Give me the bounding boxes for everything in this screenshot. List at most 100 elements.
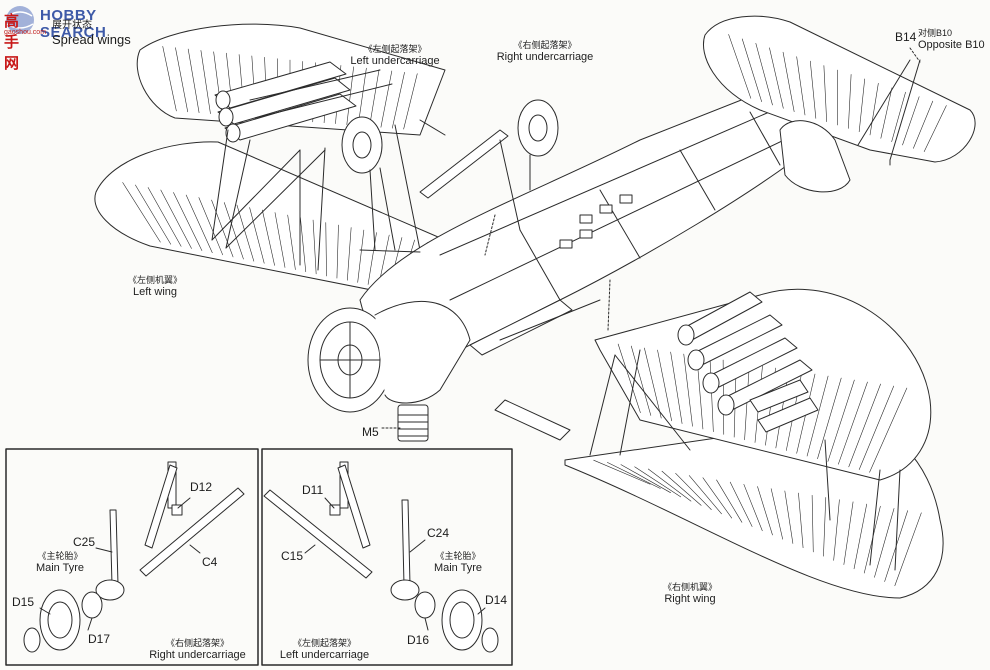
wing-rib xyxy=(744,484,762,530)
wing-rib xyxy=(838,382,867,464)
wing-rib xyxy=(123,183,161,243)
part-d16: D16 xyxy=(407,633,430,647)
wing-rib xyxy=(347,228,351,281)
wing-rib xyxy=(892,92,906,141)
wing-rib xyxy=(237,205,254,261)
wing-rib xyxy=(717,480,742,522)
wing-rib xyxy=(300,218,305,272)
label-left-wing: 《左侧机翼》 Left wing xyxy=(127,275,182,298)
wing-rib xyxy=(810,61,816,118)
wing-rib xyxy=(769,48,783,109)
wing-rib xyxy=(404,74,418,129)
wing-rib xyxy=(199,198,223,255)
part-d17: D17 xyxy=(88,632,111,646)
wing-rib xyxy=(188,49,199,113)
label-opposite-b10: 对侧B10 Opposite B10 xyxy=(918,28,985,51)
wing-rib xyxy=(756,43,773,105)
wing-rib xyxy=(275,213,285,268)
wing-rib xyxy=(618,344,640,413)
wing-rib xyxy=(148,188,181,247)
wing-rib xyxy=(186,195,212,253)
wing-rib xyxy=(212,200,234,257)
label-right-undercarriage: 《右侧起落架》 Right undercarriage xyxy=(496,40,594,63)
wing-rib xyxy=(881,88,892,139)
right-struts xyxy=(590,350,900,570)
left-struts xyxy=(212,125,420,270)
wing-rib xyxy=(903,97,920,145)
wing-rib xyxy=(874,508,894,577)
label-inset-left-undercarriage: 《左侧起落架》 Left undercarriage xyxy=(279,638,370,661)
wing-rib xyxy=(812,495,813,552)
part-d11: D11 xyxy=(302,483,324,497)
wing-rib xyxy=(854,504,867,569)
wing-rib xyxy=(771,489,783,540)
wing-rib xyxy=(224,203,243,260)
wing-rib xyxy=(648,469,691,501)
belly-parts xyxy=(470,300,600,440)
wing-rib xyxy=(818,378,842,459)
wing-rib xyxy=(849,384,881,467)
wing-rib xyxy=(607,462,660,488)
left-undercarriage-main xyxy=(342,117,445,252)
right-rockets xyxy=(678,292,818,432)
wing-rib xyxy=(381,71,392,127)
wing-rib xyxy=(163,46,177,111)
wing-rib xyxy=(924,106,946,152)
wing-rib xyxy=(848,74,851,128)
wing-rib xyxy=(834,500,840,561)
wing-rib xyxy=(823,497,825,556)
wing-rib xyxy=(288,215,296,270)
wing-rib xyxy=(870,83,878,135)
tailplane xyxy=(703,16,975,192)
wing-rib xyxy=(913,101,932,148)
wing-rib xyxy=(326,223,327,276)
wing-rib xyxy=(783,52,794,111)
leader-lines xyxy=(382,48,920,428)
part-c25: C25 xyxy=(73,535,96,549)
wing-rib xyxy=(368,233,376,285)
wing-rib xyxy=(710,358,713,432)
wing-rib xyxy=(658,350,672,421)
wing-rib xyxy=(175,48,187,112)
wing-rib xyxy=(689,476,721,514)
wing-rib xyxy=(631,346,651,415)
wing-rib xyxy=(594,460,651,484)
wing-rib xyxy=(807,376,828,456)
part-c24: C24 xyxy=(427,526,450,540)
logo-cn-text: 高手网 xyxy=(4,13,20,72)
globe-icon xyxy=(6,6,34,34)
wing-rib xyxy=(684,354,693,426)
wing-rib xyxy=(859,79,865,132)
wing-rib xyxy=(895,513,922,586)
wing-rib xyxy=(758,487,773,536)
fuselage xyxy=(360,64,859,363)
wing-rib xyxy=(828,380,854,461)
label-right-wing: 《右侧机翼》 Right wing xyxy=(662,582,717,605)
wing-rib xyxy=(676,473,712,509)
wing-rib xyxy=(392,72,404,128)
inset-right-undercarriage-drawing xyxy=(24,462,244,652)
left-rockets xyxy=(215,62,392,142)
wing-rib xyxy=(859,386,894,470)
wing-rib xyxy=(644,348,661,418)
inset-left-undercarriage-drawing xyxy=(264,462,498,652)
wing-rib xyxy=(358,230,364,282)
wing-rib xyxy=(662,471,701,505)
wing-rib xyxy=(173,193,201,251)
wing-rib xyxy=(313,220,316,274)
part-d14: D14 xyxy=(485,593,508,607)
wing-rib xyxy=(621,465,671,493)
right-undercarriage-main xyxy=(420,100,558,230)
header-cn: 展开状态 xyxy=(52,20,92,31)
wing-rib xyxy=(729,34,751,98)
header: 展开状态 Spread wings xyxy=(52,20,131,47)
wing-rib xyxy=(785,491,793,544)
wing-rib xyxy=(135,185,170,244)
label-inset-right-undercarriage: 《右侧起落架》 Right undercarriage xyxy=(149,638,246,661)
wing-rib xyxy=(671,352,682,424)
wing-rib xyxy=(870,388,907,472)
wing-rib xyxy=(798,493,803,548)
wing-rib xyxy=(201,50,211,113)
